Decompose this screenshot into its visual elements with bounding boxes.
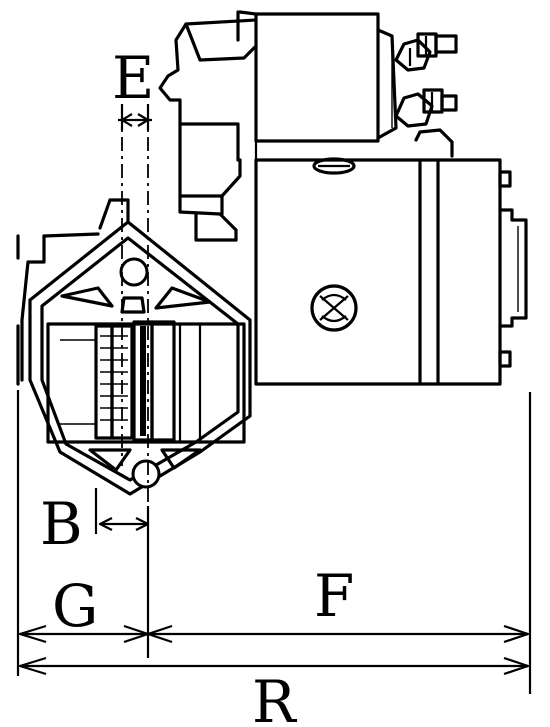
nose-housing	[28, 220, 252, 496]
label-e: E	[112, 44, 154, 112]
terminal-bolt-lower	[394, 88, 458, 128]
field-screw	[310, 284, 358, 332]
label-r: R	[252, 668, 298, 727]
label-b: B	[40, 490, 83, 558]
solenoid	[254, 12, 458, 162]
pinion-gear	[94, 320, 176, 442]
mounting-flange	[16, 232, 100, 386]
dimension-lines	[16, 104, 532, 694]
label-g: G	[52, 572, 98, 640]
drive-housing	[98, 10, 258, 242]
label-f: F	[314, 562, 354, 630]
terminal-bolt-upper	[394, 32, 458, 72]
centerlines	[121, 110, 149, 506]
motor-body	[254, 157, 528, 386]
